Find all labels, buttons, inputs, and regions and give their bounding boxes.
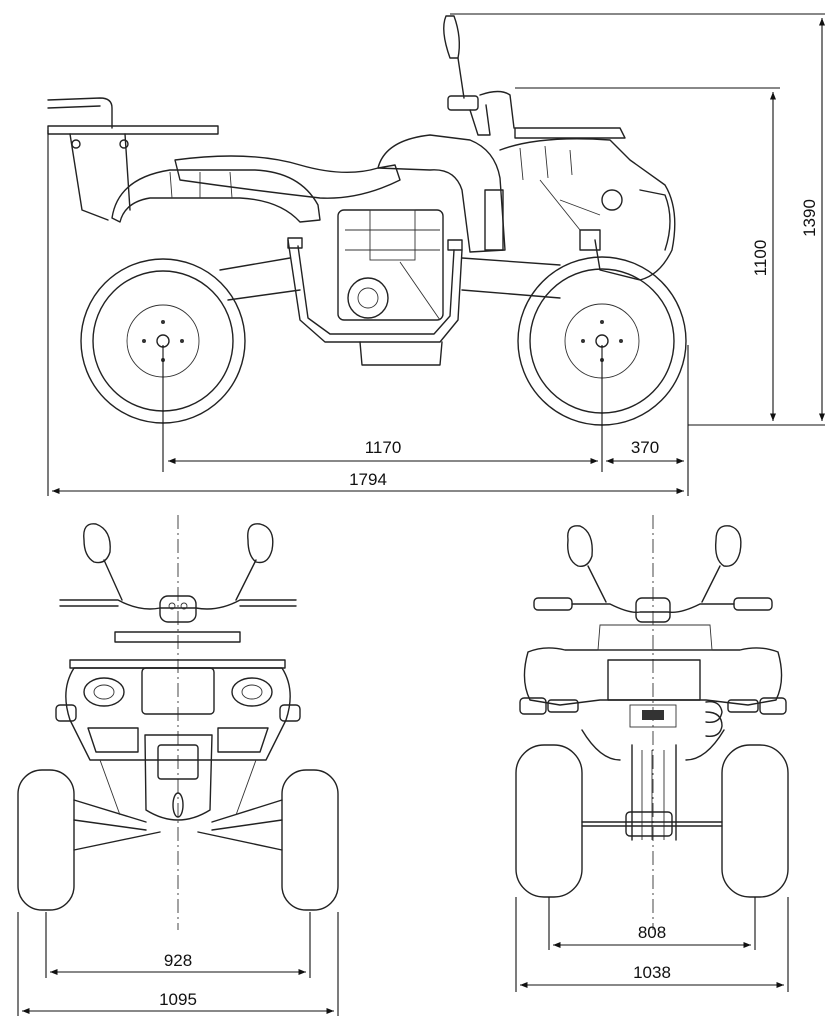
front-view: 928 1095 (17, 515, 339, 1016)
dim-front-track: 928 (164, 951, 192, 970)
rear-fender (111, 169, 321, 223)
front-right-tire (281, 769, 339, 911)
seat (174, 155, 401, 199)
front-body (377, 134, 506, 253)
dim-front-overhang: 370 (631, 438, 659, 457)
rear-rack (47, 97, 219, 221)
frame-engine (219, 179, 601, 366)
dim-overall-height: 1390 (800, 199, 819, 237)
rear-right-tire (721, 744, 789, 898)
dim-front-width: 1095 (159, 990, 197, 1009)
dim-rear-track: 808 (638, 923, 666, 942)
front-left-tire (17, 769, 75, 911)
dim-seat-height: 1100 (751, 240, 770, 277)
rear-view: 808 1038 (515, 515, 789, 992)
rear-left-tire (515, 744, 583, 898)
handlebar-mirror (443, 15, 515, 136)
side-view: 1170 370 1794 1100 1390 (47, 13, 825, 496)
dim-rear-width: 1038 (633, 963, 671, 982)
dim-wheelbase: 1170 (365, 438, 402, 457)
dim-overall-length: 1794 (349, 470, 387, 489)
